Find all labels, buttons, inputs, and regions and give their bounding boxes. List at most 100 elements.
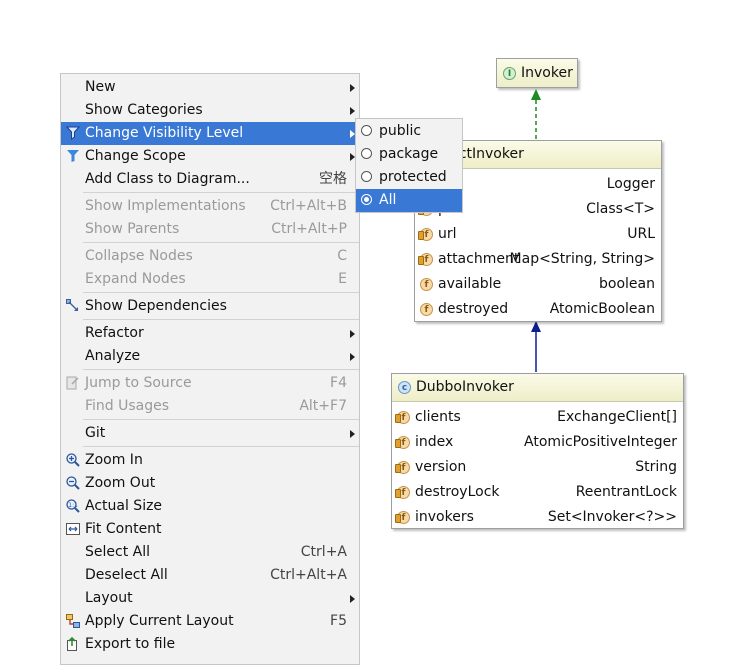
private-field-icon: f bbox=[395, 460, 410, 474]
class-name: Invoker bbox=[521, 65, 573, 81]
field-name: url bbox=[438, 226, 457, 242]
svg-text:1:1: 1:1 bbox=[68, 502, 78, 509]
field-name: invokers bbox=[415, 509, 474, 525]
field-name: destroyed bbox=[438, 301, 509, 317]
menu-item-deselect-all[interactable]: Deselect All Ctrl+Alt+A bbox=[61, 564, 359, 587]
field-name: clients bbox=[415, 409, 461, 425]
class-name: DubboInvoker bbox=[416, 379, 514, 395]
field-type: Class<T> bbox=[586, 201, 655, 217]
menu-item-label: Git bbox=[85, 425, 106, 441]
menu-item-show-categories[interactable]: Show Categories bbox=[61, 99, 359, 122]
submenu-arrow-icon bbox=[350, 153, 355, 161]
field-type: boolean bbox=[599, 276, 655, 292]
menu-item-fit-content[interactable]: Fit Content bbox=[61, 518, 359, 541]
menu-item-show-dependencies[interactable]: Show Dependencies bbox=[61, 295, 359, 318]
field-icon: f bbox=[420, 302, 433, 316]
field-row[interactable]: f destroyed AtomicBoolean bbox=[415, 297, 661, 322]
menu-item-shortcut: Ctrl+Alt+A bbox=[270, 567, 347, 583]
menu-item-label: Add Class to Diagram... bbox=[85, 171, 250, 187]
menu-item-label: Find Usages bbox=[85, 398, 170, 414]
menu-item-label: Show Implementations bbox=[85, 198, 246, 214]
visibility-option-all[interactable]: All bbox=[356, 189, 462, 212]
submenu-arrow-icon bbox=[350, 430, 355, 438]
menu-item-git[interactable]: Git bbox=[61, 422, 359, 445]
visibility-option-protected[interactable]: protected bbox=[356, 166, 462, 189]
menu-item-refactor[interactable]: Refactor bbox=[61, 322, 359, 345]
menu-item-shortcut: F5 bbox=[330, 613, 347, 629]
menu-item-label: Zoom In bbox=[85, 452, 143, 468]
menu-item-change-visibility-level[interactable]: Change Visibility Level bbox=[61, 122, 359, 145]
filter-icon bbox=[67, 150, 79, 162]
menu-item-label: Jump to Source bbox=[85, 375, 192, 391]
context-menu: New Show Categories Change Visibility Le… bbox=[60, 73, 360, 665]
menu-item-label: Deselect All bbox=[85, 567, 168, 583]
menu-item-label: Zoom Out bbox=[85, 475, 156, 491]
private-field-icon: f bbox=[395, 410, 410, 424]
private-field-icon: f bbox=[395, 485, 410, 499]
option-label: protected bbox=[379, 169, 447, 185]
visibility-submenu: public package protected All bbox=[355, 118, 463, 213]
field-type: URL bbox=[627, 226, 655, 242]
field-type: AtomicBoolean bbox=[549, 301, 655, 317]
menu-item-label: Actual Size bbox=[85, 498, 163, 514]
menu-item-layout[interactable]: Layout bbox=[61, 587, 359, 610]
field-name: attachment bbox=[438, 251, 520, 267]
class-box-invoker[interactable]: I Invoker bbox=[496, 58, 578, 88]
menu-separator bbox=[83, 446, 359, 447]
submenu-arrow-icon bbox=[350, 330, 355, 338]
visibility-option-package[interactable]: package bbox=[356, 143, 462, 166]
menu-item-shortcut: 空格 bbox=[319, 171, 347, 187]
radio-button-icon bbox=[361, 148, 372, 159]
menu-item-apply-current-layout[interactable]: Apply Current Layout F5 bbox=[61, 610, 359, 633]
option-label: All bbox=[379, 192, 397, 208]
menu-item-add-class-to-diagram[interactable]: Add Class to Diagram... 空格 bbox=[61, 168, 359, 191]
menu-item-zoom-out[interactable]: Zoom Out bbox=[61, 472, 359, 495]
menu-item-shortcut: Ctrl+Alt+B bbox=[270, 198, 347, 214]
menu-item-analyze[interactable]: Analyze bbox=[61, 345, 359, 368]
visibility-option-public[interactable]: public bbox=[356, 120, 462, 143]
menu-item-export-to-file[interactable]: Export to file bbox=[61, 633, 359, 656]
menu-item-label: Show Dependencies bbox=[85, 298, 227, 314]
menu-separator bbox=[83, 419, 359, 420]
menu-item-zoom-in[interactable]: Zoom In bbox=[61, 449, 359, 472]
field-type: Set<Invoker<?>> bbox=[547, 509, 677, 525]
export-icon bbox=[67, 637, 77, 651]
menu-item-shortcut: F4 bbox=[330, 375, 347, 391]
menu-item-show-implementations: Show Implementations Ctrl+Alt+B bbox=[61, 195, 359, 218]
menu-item-label: Fit Content bbox=[85, 521, 162, 537]
radio-button-icon bbox=[361, 125, 372, 136]
dependencies-icon bbox=[66, 299, 78, 311]
menu-item-jump-to-source: Jump to Source F4 bbox=[61, 372, 359, 395]
submenu-arrow-icon bbox=[350, 353, 355, 361]
inheritance-arrowhead bbox=[531, 321, 541, 332]
menu-item-actual-size[interactable]: 1:1 Actual Size bbox=[61, 495, 359, 518]
private-field-icon: f bbox=[418, 227, 433, 241]
menu-item-change-scope[interactable]: Change Scope bbox=[61, 145, 359, 168]
radio-button-icon bbox=[361, 171, 372, 182]
field-type: ReentrantLock bbox=[575, 484, 677, 500]
actual-size-icon: 1:1 bbox=[66, 499, 80, 513]
menu-separator bbox=[83, 192, 359, 193]
menu-item-label: Apply Current Layout bbox=[85, 613, 234, 629]
interface-icon: I bbox=[503, 66, 516, 80]
menu-item-shortcut: E bbox=[338, 271, 347, 287]
menu-item-new[interactable]: New bbox=[61, 76, 359, 99]
submenu-arrow-icon bbox=[350, 130, 355, 138]
realization-arrowhead bbox=[531, 89, 541, 100]
field-type: String bbox=[635, 459, 677, 475]
menu-item-label: Layout bbox=[85, 590, 133, 606]
field-type: AtomicPositiveInteger bbox=[524, 434, 677, 450]
menu-item-label: Refactor bbox=[85, 325, 144, 341]
